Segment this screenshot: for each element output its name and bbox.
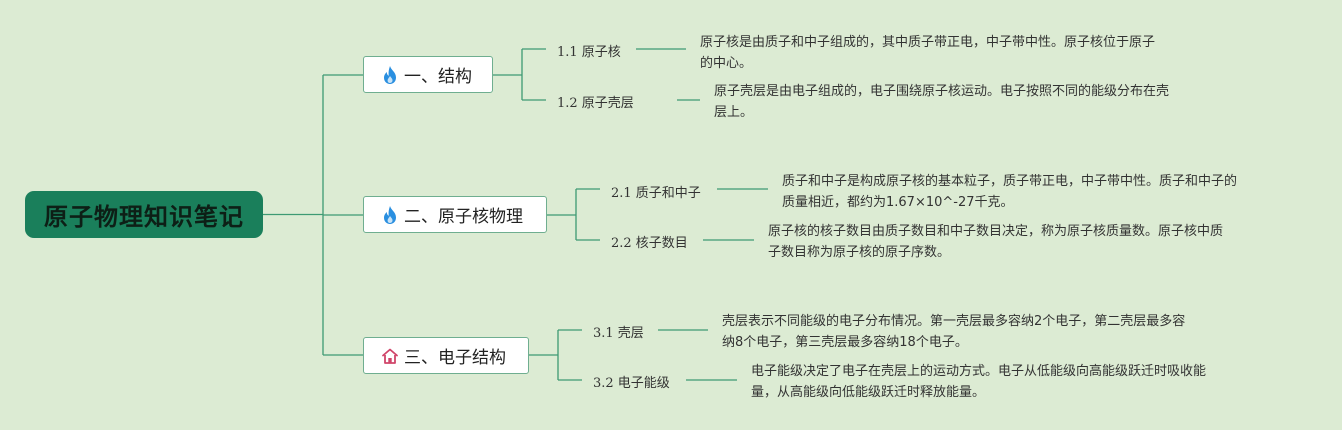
note-line: 量，从高能级向低能级跃迁时释放能量。: [751, 385, 986, 400]
note-line: 原子核是由质子和中子组成的，其中质子带正电，中子带中性。原子核位于原子: [700, 35, 1156, 50]
flame-icon: [380, 64, 400, 86]
leaf-nucleus[interactable]: 1.1 原子核: [557, 45, 621, 60]
note-nucleon-count: 原子核的核子数目由质子数目和中子数目决定，称为原子核质量数。原子核中质 子数目称…: [768, 221, 1223, 263]
branch-label: 一、结构: [404, 67, 472, 87]
flame-icon: [380, 204, 400, 226]
note-shell: 壳层表示不同能级的电子分布情况。第一壳层最多容纳2个电子，第二壳层最多容 纳8个…: [722, 311, 1185, 353]
leaf-protons-neutrons[interactable]: 2.1 质子和中子: [611, 186, 701, 201]
note-line: 质量相近，都约为1.67×10^-27千克。: [782, 195, 1014, 210]
note-electron-shell: 原子壳层是由电子组成的，电子围绕原子核运动。电子按照不同的能级分布在壳 层上。: [714, 81, 1169, 123]
house-icon: [380, 345, 400, 367]
note-line: 质子和中子是构成原子核的基本粒子，质子带正电，中子带中性。质子和中子的: [782, 174, 1238, 189]
branch-node-electronic-structure[interactable]: 三、电子结构: [363, 337, 529, 374]
root-node[interactable]: 原子物理知识笔记: [25, 191, 263, 238]
leaf-shell[interactable]: 3.1 壳层: [593, 326, 644, 341]
connector-branch-3: [528, 329, 737, 381]
leaf-nucleon-count[interactable]: 2.2 核子数目: [611, 236, 688, 251]
leaf-electron-shell[interactable]: 1.2 原子壳层: [557, 96, 634, 111]
branch-label: 三、电子结构: [404, 348, 506, 368]
note-energy-level: 电子能级决定了电子在壳层上的运动方式。电子从低能级向高能级跃迁时吸收能 量，从高…: [751, 361, 1206, 403]
connector-branch-1: [492, 48, 700, 101]
note-nucleus: 原子核是由质子和中子组成的，其中质子带正电，中子带中性。原子核位于原子 的中心。: [700, 32, 1155, 74]
connector-branch-2: [546, 188, 768, 241]
connector-root: [263, 74, 363, 356]
note-line: 层上。: [714, 105, 754, 120]
note-line: 原子壳层是由电子组成的，电子围绕原子核运动。电子按照不同的能级分布在壳: [714, 84, 1170, 99]
note-line: 子数目称为原子核的原子序数。: [768, 245, 951, 260]
note-protons-neutrons: 质子和中子是构成原子核的基本粒子，质子带正电，中子带中性。质子和中子的 质量相近…: [782, 171, 1237, 213]
note-line: 壳层表示不同能级的电子分布情况。第一壳层最多容纳2个电子，第二壳层最多容: [722, 314, 1186, 329]
leaf-energy-level[interactable]: 3.2 电子能级: [593, 376, 670, 391]
note-line: 的中心。: [700, 56, 753, 71]
root-title: 原子物理知识笔记: [44, 203, 244, 231]
note-line: 原子核的核子数目由质子数目和中子数目决定，称为原子核质量数。原子核中质: [768, 224, 1224, 239]
branch-label: 二、原子核物理: [404, 207, 523, 227]
branch-node-structure[interactable]: 一、结构: [363, 56, 493, 93]
note-line: 纳8个电子，第三壳层最多容纳18个电子。: [722, 335, 968, 350]
note-line: 电子能级决定了电子在壳层上的运动方式。电子从低能级向高能级跃迁时吸收能: [751, 364, 1207, 379]
branch-node-nuclear-physics[interactable]: 二、原子核物理: [363, 196, 547, 233]
